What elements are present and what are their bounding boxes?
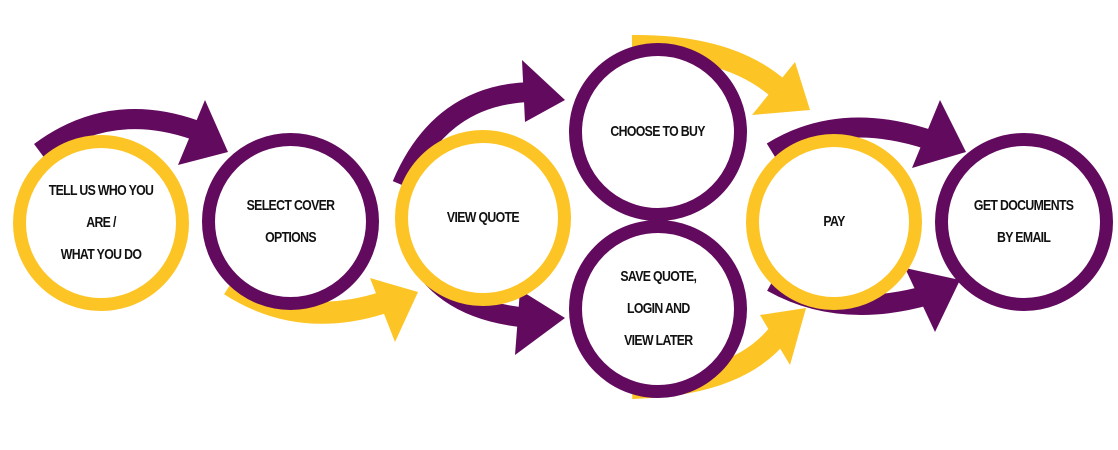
step-label: PAY [823,213,845,230]
arrowhead-icon [178,100,228,165]
arrowhead-icon [760,308,806,365]
step-pay: PAY [746,134,922,310]
step-label: VIEW QUOTE [446,209,520,226]
step-tell-us-who-you-are: TELL US WHO YOU ARE / WHAT YOU DO [13,135,189,311]
step-save-quote: SAVE QUOTE, LOGIN AND VIEW LATER [569,220,747,398]
step-select-cover-options: SELECT COVER OPTIONS [202,133,379,310]
arrow-step1-to-step2 [34,109,199,161]
arrowhead-icon [522,60,565,122]
step-label: SELECT COVER OPTIONS [246,196,335,246]
step-label: GET DOCUMENTS BY EMAIL [974,197,1074,246]
arrowhead-icon [370,278,418,342]
arrowhead-icon [905,268,960,332]
arrowhead-icon [752,62,810,115]
step-label: CHOOSE TO BUY [610,123,706,140]
step-label: SAVE QUOTE, LOGIN AND VIEW LATER [620,268,697,349]
step-choose-to-buy: CHOOSE TO BUY [569,43,747,221]
arrowhead-icon [515,290,565,355]
arrow-step6-to-step7-top [766,117,934,161]
step-label: TELL US WHO YOU ARE / WHAT YOU DO [48,182,154,263]
arrowhead-icon [912,100,966,168]
step-get-documents: GET DOCUMENTS BY EMAIL [935,133,1113,311]
step-view-quote: VIEW QUOTE [395,130,571,306]
